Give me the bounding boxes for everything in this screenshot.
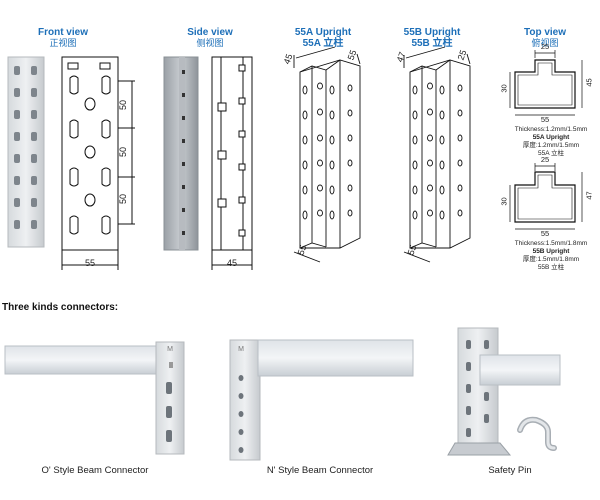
topb-thickness-cn: 厚度:1.5mm/1.8mm	[522, 256, 580, 263]
front-dim-50-1: 50	[118, 100, 128, 111]
topa-dim-left: 30	[499, 84, 509, 93]
top-view-b-drawing	[509, 163, 583, 230]
topb-dim-left: 30	[499, 197, 509, 206]
o-style-caption: O' Style Beam Connector	[41, 465, 149, 476]
topb-dim-bottom: 55	[540, 229, 550, 238]
upright-55b-drawing	[403, 46, 471, 263]
upright-55b-title-cn: 55B 立柱	[411, 38, 453, 49]
topa-thickness-cn: 厚度:1.2mm/1.5mm	[522, 142, 580, 149]
connectors-heading: Three kinds connectors:	[2, 302, 119, 313]
n-style-mark: M	[238, 346, 244, 353]
n-style-caption: N' Style Beam Connector	[266, 465, 374, 476]
side-upright-photo	[163, 56, 199, 251]
safety-pin-image	[447, 327, 561, 456]
topb-thickness: Thickness:1.5mm/1.8mm	[514, 240, 588, 247]
topa-dim-right: 45	[584, 78, 594, 87]
front-dim-50-2: 50	[118, 147, 128, 158]
topa-dim-top: 25	[540, 42, 550, 51]
front-view-title: Front view 正视图	[28, 27, 98, 49]
upright-55b-title: 55B Upright 55B 立柱	[392, 27, 472, 49]
topb-spec: Thickness:1.5mm/1.8mm 55B Upright 厚度:1.5…	[505, 240, 597, 272]
top-view-title: Top view 俯视图	[510, 27, 580, 49]
topa-thickness: Thickness:1.2mm/1.5mm	[514, 126, 588, 133]
safety-pin-caption: Safety Pin	[488, 465, 532, 476]
front-dim-50-3: 50	[118, 194, 128, 205]
side-view-title-cn: 侧视图	[196, 38, 224, 48]
front-view-title-en: Front view	[37, 27, 88, 38]
topa-dim-bottom: 55	[540, 115, 550, 124]
side-dim-bottom: 45	[226, 258, 237, 268]
topa-upright-cn: 55A 立柱	[537, 150, 564, 157]
side-view-drawing	[211, 56, 253, 270]
upright-55a-drawing	[293, 46, 361, 263]
topa-spec: Thickness:1.2mm/1.5mm 55A Upright 厚度:1.2…	[505, 126, 597, 158]
front-dim-bottom: 55	[84, 258, 95, 268]
topb-dim-top: 25	[540, 155, 550, 164]
o-style-beam-connector-image	[4, 341, 185, 455]
upright-55b-title-en: 55B Upright	[403, 27, 461, 38]
topa-upright: 55A Upright	[532, 134, 570, 141]
upright-55a-title-cn: 55A 立柱	[302, 38, 344, 49]
upright-55a-title: 55A Upright 55A 立柱	[283, 27, 363, 49]
front-view-title-cn: 正视图	[49, 38, 77, 48]
topb-upright-cn: 55B 立柱	[537, 264, 565, 271]
top-view-a-drawing	[509, 50, 583, 116]
side-view-title-en: Side view	[187, 27, 233, 38]
n-style-beam-connector-image	[229, 339, 414, 461]
upright-55a-title-en: 55A Upright	[294, 27, 352, 38]
topb-dim-right: 47	[584, 191, 594, 200]
front-upright-photo	[7, 56, 45, 248]
front-view-drawing	[61, 56, 135, 270]
o-style-mark: M	[167, 346, 173, 353]
top-view-title-en: Top view	[523, 27, 567, 38]
side-view-title: Side view 侧视图	[175, 27, 245, 49]
topb-upright: 55B Upright	[532, 248, 570, 255]
top-view-title-cn: 俯视图	[531, 38, 559, 48]
